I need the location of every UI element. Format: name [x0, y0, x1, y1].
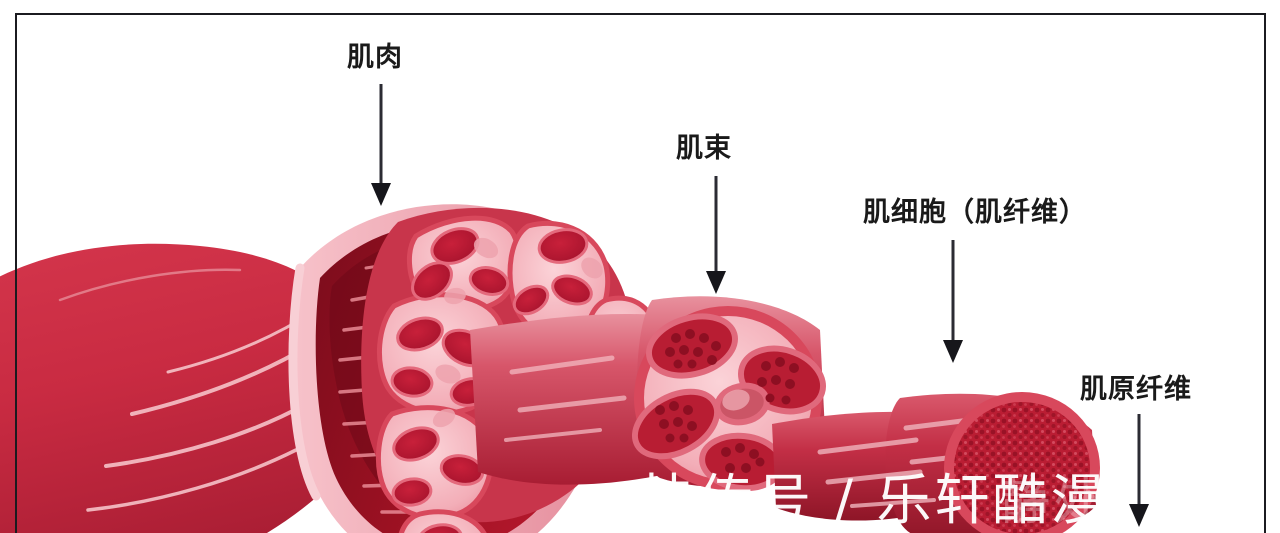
label-myofibril: 肌原纤维: [1080, 374, 1192, 405]
arrow-muscle-cell: [943, 240, 963, 363]
muscle-fiber-cylinder: [772, 392, 1100, 533]
label-muscle-cell: 肌细胞（肌纤维）: [863, 197, 1087, 228]
arrow-muscle: [371, 84, 391, 206]
leader-arrows: [371, 84, 1149, 527]
watermark-tail-text: 静处: [1000, 473, 1106, 531]
label-fascicle: 肌束: [676, 133, 732, 164]
arrow-fascicle: [706, 176, 726, 294]
muscle-cell-faces: [631, 313, 827, 492]
label-muscle: 肌肉: [347, 42, 403, 73]
watermark-text: 快传号 / 乐轩酷漫: [640, 468, 1109, 532]
arrow-myofibril: [1129, 414, 1149, 527]
